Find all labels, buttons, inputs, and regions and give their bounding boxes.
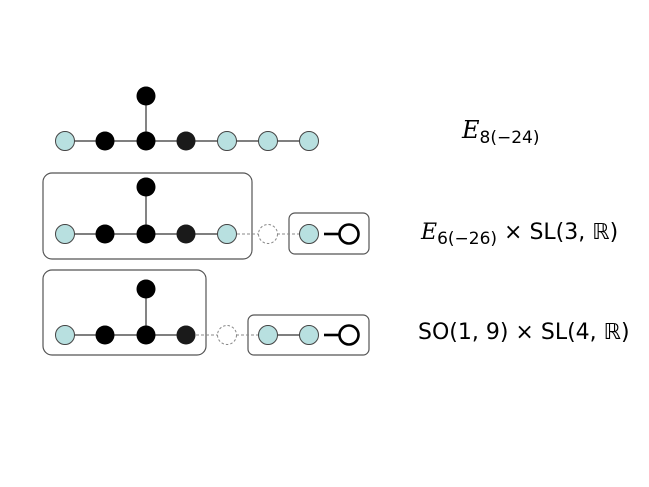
node-open xyxy=(338,324,360,346)
node-light xyxy=(299,325,319,345)
node-light xyxy=(258,325,278,345)
node-dark xyxy=(176,325,196,345)
label-e8: E8(−24) xyxy=(462,116,540,148)
node-filled xyxy=(136,177,156,197)
node-light xyxy=(55,224,75,244)
label-e6-rest: × SL(3, ℝ) xyxy=(497,220,619,245)
node-light xyxy=(258,131,278,151)
node-filled xyxy=(136,279,156,299)
node-filled xyxy=(136,325,156,345)
node-dark xyxy=(176,224,196,244)
node-filled xyxy=(95,325,115,345)
node-light xyxy=(55,325,75,345)
label-e8-letter: E xyxy=(462,116,480,144)
label-e8-sub: 8(−24) xyxy=(479,128,540,148)
node-light xyxy=(299,224,319,244)
node-filled xyxy=(136,224,156,244)
node-filled xyxy=(136,131,156,151)
node-filled xyxy=(136,86,156,106)
so19-box xyxy=(42,269,207,356)
label-so19-sl4: SO(1, 9) × SL(4, ℝ) xyxy=(418,320,630,349)
node-light xyxy=(217,131,237,151)
node-open xyxy=(338,223,360,245)
label-e6-letter: E xyxy=(421,220,438,245)
node-dashed xyxy=(217,325,237,345)
node-light xyxy=(55,131,75,151)
label-so19-rest: SO(1, 9) × SL(4, ℝ) xyxy=(418,320,630,345)
e8-diagram xyxy=(55,86,319,151)
e6-box xyxy=(42,172,253,260)
node-dashed xyxy=(258,224,278,244)
node-light xyxy=(299,131,319,151)
so19-sl4-diagram xyxy=(42,269,370,356)
node-filled xyxy=(95,131,115,151)
label-e6-sub: 6(−26) xyxy=(437,229,498,249)
node-filled xyxy=(95,224,115,244)
node-light xyxy=(217,224,237,244)
e6-sl3-diagram xyxy=(42,172,370,260)
node-dark xyxy=(176,131,196,151)
label-e6-sl3: E6(−26) × SL(3, ℝ) xyxy=(421,220,618,249)
